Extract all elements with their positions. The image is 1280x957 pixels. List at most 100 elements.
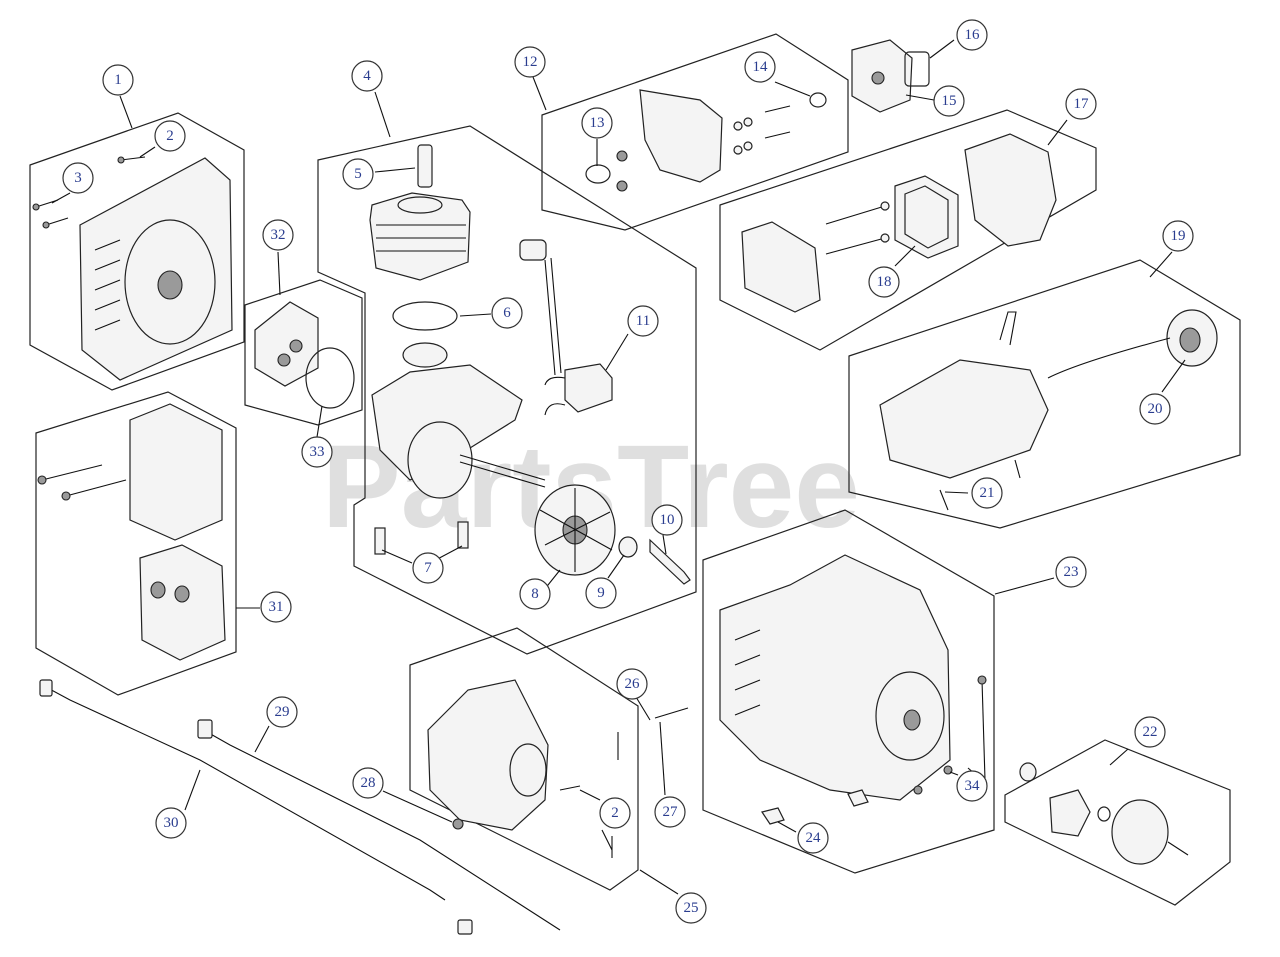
callout-label: 10 [660,512,675,528]
callout-circle [412,552,444,584]
callout-c26: 26 [616,668,648,700]
callout-label: 20 [1148,401,1163,417]
group-outline-fan-housing [29,112,245,391]
callout-c1: 1 [102,64,134,96]
callout-label: 3 [74,170,82,186]
crankcase-cover-part [427,679,689,858]
callout-label: 29 [275,704,290,720]
callout-c15: 15 [933,85,965,117]
ignition-coil-part [519,239,613,416]
callout-c28: 28 [352,767,384,799]
callout-c8: 8 [519,578,551,610]
callout-label: 2 [611,805,619,821]
callout-label: 16 [965,27,981,43]
group-outline-muffler [35,391,237,696]
callout-c11: 11 [627,305,659,337]
callout-circle [260,591,292,623]
group-outline-engine-housing [702,509,995,874]
callout-label: 4 [363,68,371,84]
callout-label: 34 [965,778,981,794]
callout-c2b: 2 [599,797,631,829]
callout-label: 27 [663,804,679,820]
callout-circle [102,64,134,96]
callout-label: 24 [806,830,822,846]
callout-label: 9 [597,585,605,601]
callout-label: 1 [114,72,122,88]
group-outline-air-filter [719,109,1097,351]
callout-circle [519,578,551,610]
callout-circle [581,107,613,139]
callout-circle [514,46,546,78]
carburetor-bracket-part [585,89,827,192]
fuel-tank-part [879,309,1218,511]
group-outline-clutch [1004,739,1231,906]
callout-circle [744,51,776,83]
callout-circle [599,797,631,829]
callout-label: 18 [877,274,892,290]
callout-circle [654,796,686,828]
callout-label: 25 [684,900,699,916]
callout-circle [675,892,707,924]
callout-label: 32 [271,227,286,243]
callout-c16: 16 [956,19,988,51]
callout-label: 22 [1143,724,1158,740]
group-outline-crankcase-cover [409,627,639,891]
callout-label: 26 [625,676,641,692]
callout-c5: 5 [342,158,374,190]
group-outline-engine [317,125,697,655]
group-outline-carburetor-bracket [541,33,849,231]
callout-c20: 20 [1139,393,1171,425]
callout-label: 12 [523,54,538,70]
callout-circle [956,19,988,51]
callout-c27: 27 [654,796,686,828]
callout-c9: 9 [585,577,617,609]
callout-circle [971,477,1003,509]
callout-circle [1139,393,1171,425]
callout-circle [301,436,333,468]
callout-leaders [51,39,1186,895]
callout-label: 31 [269,599,284,615]
callout-label: 6 [503,305,511,321]
callout-label: 17 [1074,96,1090,112]
callout-label: 11 [636,313,650,329]
callout-label: 28 [361,775,376,791]
callout-c12: 12 [514,46,546,78]
callout-c2a: 2 [154,120,186,152]
callout-circle [1055,556,1087,588]
callout-circle [342,158,374,190]
callout-c33: 33 [301,436,333,468]
callout-c29: 29 [266,696,298,728]
callout-c18: 18 [868,266,900,298]
callout-c25: 25 [675,892,707,924]
callout-label: 14 [753,59,769,75]
callout-c6: 6 [491,297,523,329]
callout-label: 8 [531,586,539,602]
callout-circle [616,668,648,700]
callout-circle [1065,88,1097,120]
callout-c32: 32 [262,219,294,251]
callout-c13: 13 [581,107,613,139]
callout-circle [351,60,383,92]
callout-circle [154,120,186,152]
group-outline-fuel-tank [848,259,1241,529]
callout-label: 5 [354,166,362,182]
callout-label: 30 [164,815,179,831]
callout-circle [1162,220,1194,252]
callout-circle [155,807,187,839]
callout-circle [262,219,294,251]
callout-circle [797,822,829,854]
flywheel-part [374,484,691,585]
callout-circle [956,770,988,802]
callout-label: 19 [1171,228,1186,244]
callout-c34: 34 [956,770,988,802]
callout-c19: 19 [1162,220,1194,252]
callout-circle [266,696,298,728]
group-outline-clutch-drum [244,279,363,426]
throttle-cables-part [39,679,561,935]
callout-circle [651,504,683,536]
callout-c23: 23 [1055,556,1087,588]
carburetor-part [851,39,930,113]
callout-c10: 10 [651,504,683,536]
